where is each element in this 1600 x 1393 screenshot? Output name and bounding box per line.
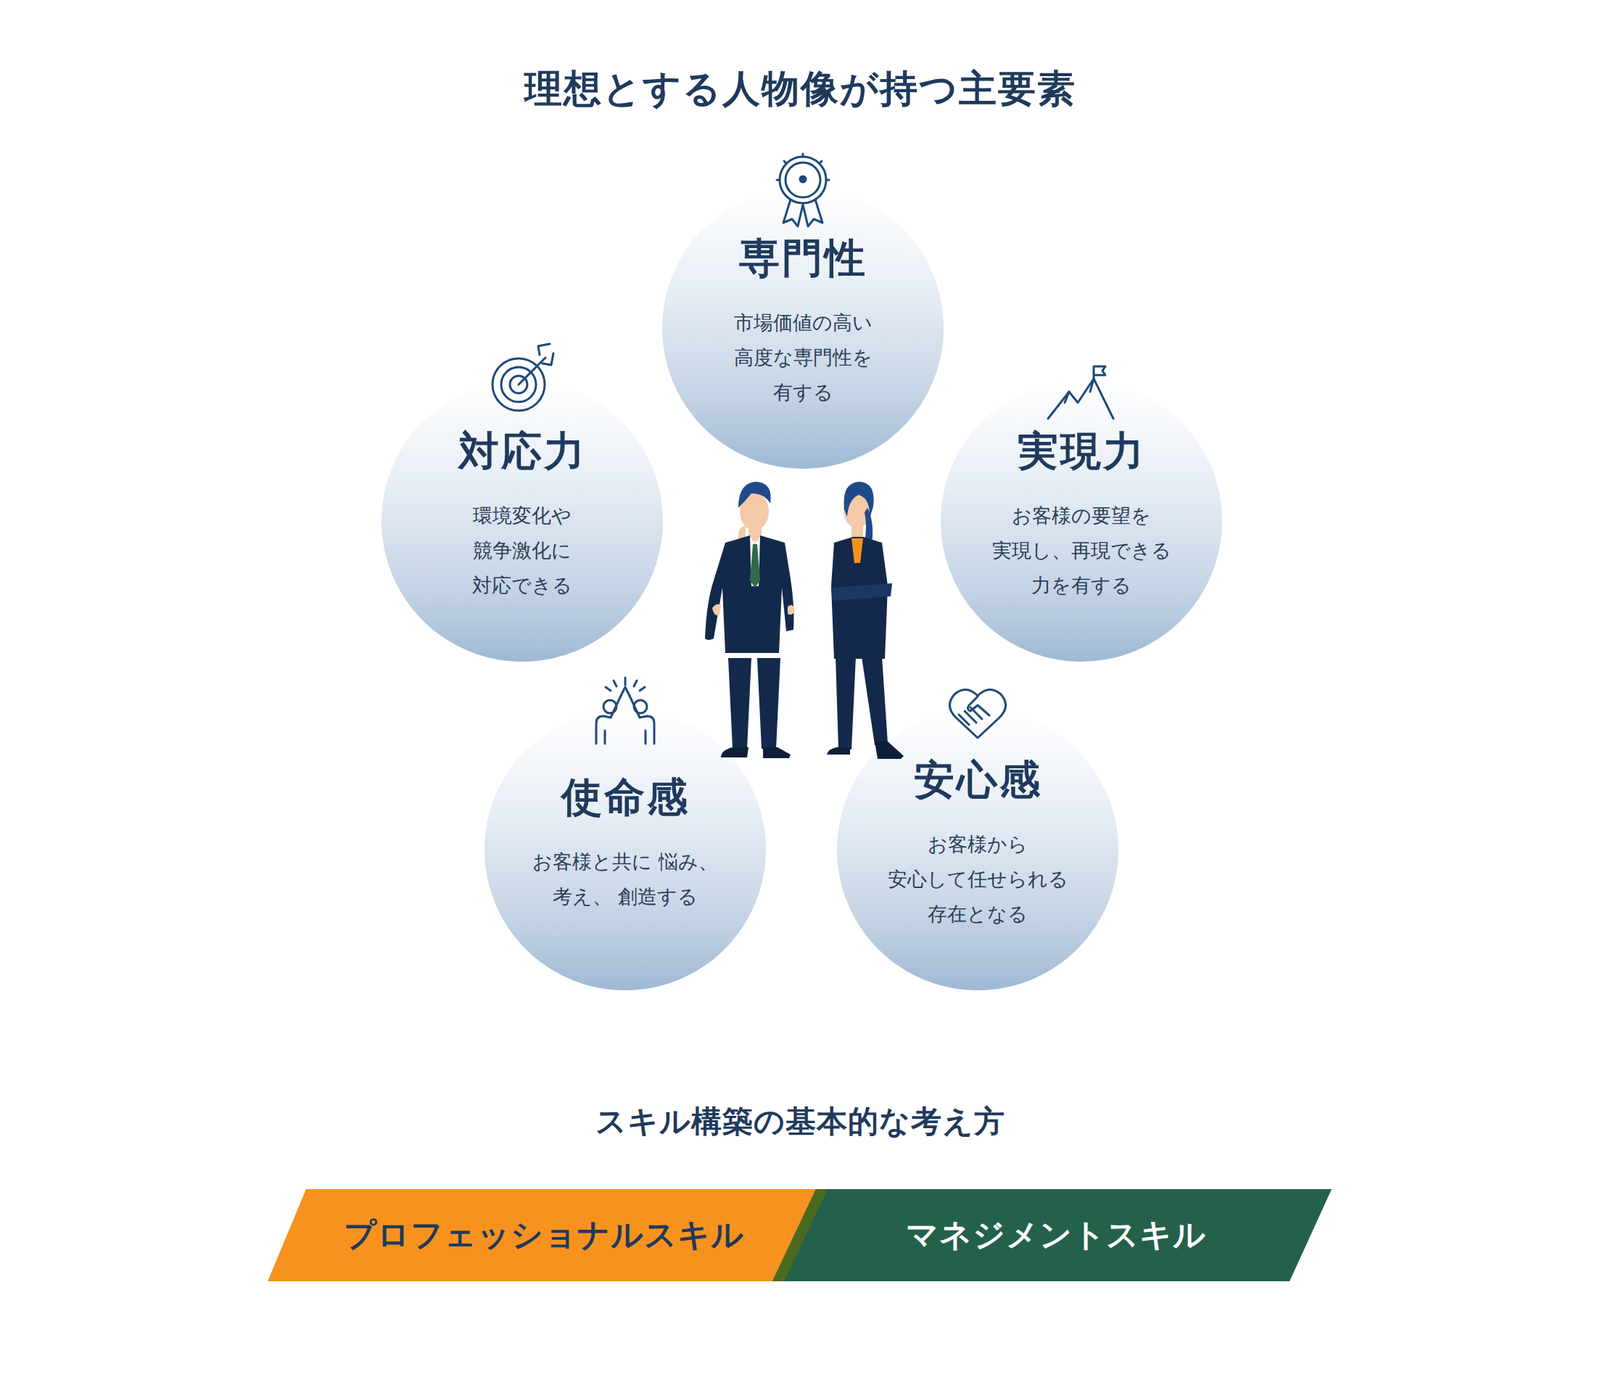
- circle-body: お客様から 安心して任せられる 存在となる: [882, 826, 1073, 932]
- element-circle: 使命感お客様と共に 悩み、考え、 創造する: [484, 708, 766, 991]
- diagram-title: 理想とする人物像が持つ主要素: [0, 63, 1600, 115]
- circle-heading: 安心感: [913, 752, 1043, 808]
- circle-body: お客様と共に 悩み、考え、 創造する: [530, 844, 721, 914]
- circle-body: 環境変化や 競争激化に 対応できる: [427, 498, 618, 603]
- circle-heading: 専門性: [739, 231, 868, 287]
- mountain-icon: [1048, 366, 1114, 419]
- element-circle: 対応力環境変化や 競争激化に 対応できる: [381, 380, 663, 662]
- band-text: マネジメントスキル: [905, 1213, 1207, 1257]
- band-text: プロフェッショナルスキル: [343, 1213, 745, 1257]
- circle-body: 市場価値の高い 高度な専門性を 有する: [707, 305, 898, 410]
- highfive-icon: [596, 677, 655, 744]
- circle-heading: 使命感: [561, 770, 690, 826]
- section-heading: スキル構築の基本的な考え方: [0, 1100, 1600, 1142]
- element-circle: 実現力お客様の要望を 実現し、再現できる 力を有する: [940, 380, 1223, 662]
- target-icon: [492, 343, 554, 411]
- skill-band: マネジメントスキル: [772, 1188, 1332, 1281]
- medal-icon: [776, 153, 830, 227]
- circle-heading: 対応力: [458, 424, 587, 480]
- element-circle: 専門性市場価値の高い 高度な専門性を 有する: [662, 187, 944, 469]
- circle-body: お客様の要望を 実現し、再現できる 力を有する: [986, 498, 1177, 603]
- skill-band: プロフェッショナルスキル: [267, 1188, 821, 1281]
- handshake-icon: [949, 689, 1006, 738]
- circle-heading: 実現力: [1017, 424, 1146, 480]
- business-people: [704, 481, 904, 759]
